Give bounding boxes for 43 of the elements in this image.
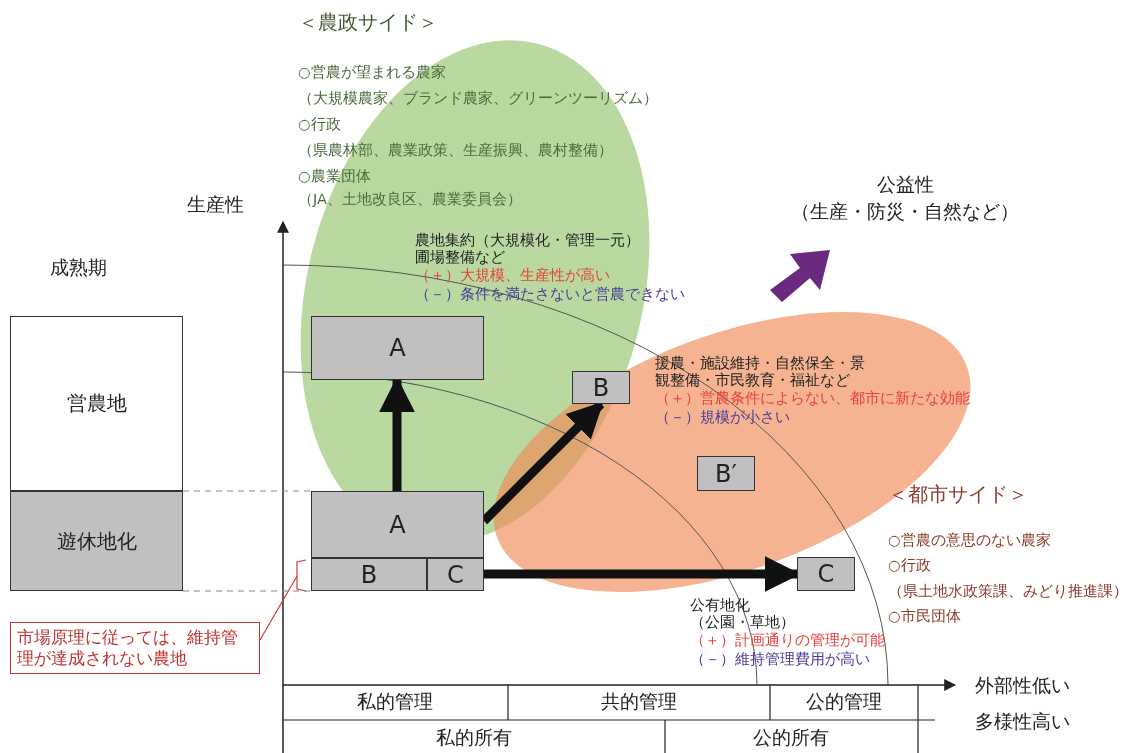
land-box: C [797,557,855,591]
land-box: A [311,491,484,558]
annotation-text: （－）維持管理費用が高い [690,651,871,669]
list-item: ○営農の意思のない農家 [888,532,1051,550]
heading: （生産・防災・自然など） [791,200,1019,223]
table-header: 私的管理 [357,690,433,713]
axis-label: 外部性低い [975,674,1070,697]
land-box: A [311,316,484,380]
list-item: （JA、土地改良区、農業委員会） [298,191,522,209]
annotation-text: 援農・施設維持・自然保全・景観整備・市民教育・福祉など [655,355,866,390]
table-header: 共的管理 [601,690,677,713]
list-item: （県農林部、農業政策、生産振興、農村整備） [298,142,613,160]
list-item: ○行政 [298,116,341,134]
annotation-text: （－）規模が小さい [655,409,791,427]
land-box: 営農地 [10,316,183,491]
list-item: ○市民団体 [888,608,961,626]
land-box: 遊休地化 [10,491,183,591]
dashed-line [182,590,312,592]
list-item: ○行政 [888,557,931,575]
side-heading: ＜農政サイド＞ [298,10,438,34]
stage-label: 成熟期 [50,256,107,279]
annotation-text: （＋）大規模、生産性が高い [415,266,611,285]
annotation-text: （公園・草地） [690,614,796,632]
axis-label: 生産性 [187,193,244,216]
table-header: 公的管理 [806,690,882,713]
list-item: （県土地水政策課、みどり推進課） [888,583,1128,601]
annotation-text: 公有地化 [690,597,750,615]
heading: 公益性 [876,173,934,196]
callout-box: 市場原理に従っては、維持管理が達成されない農地 [10,622,260,674]
leader-line [259,575,298,641]
dashed-line [182,490,312,492]
list-item: （大規模農家、ブランド農家、グリーンツーリズム） [298,90,658,108]
annotation-text: 農地集約（大規模化・管理一元）圃場整備など [415,232,641,267]
land-box: B′ [697,456,755,491]
annotation-text: （＋）計画通りの管理が可能 [690,631,886,650]
table-header: 私的所有 [436,726,512,749]
list-item: ○農業団体 [298,168,371,186]
land-box: B [311,558,427,591]
table-header: 公的所有 [753,726,829,749]
land-box: B [572,371,630,404]
side-heading: ＜都市サイド＞ [888,482,1028,506]
land-box: C [427,558,484,591]
axis-label: 多様性高い [975,710,1070,733]
